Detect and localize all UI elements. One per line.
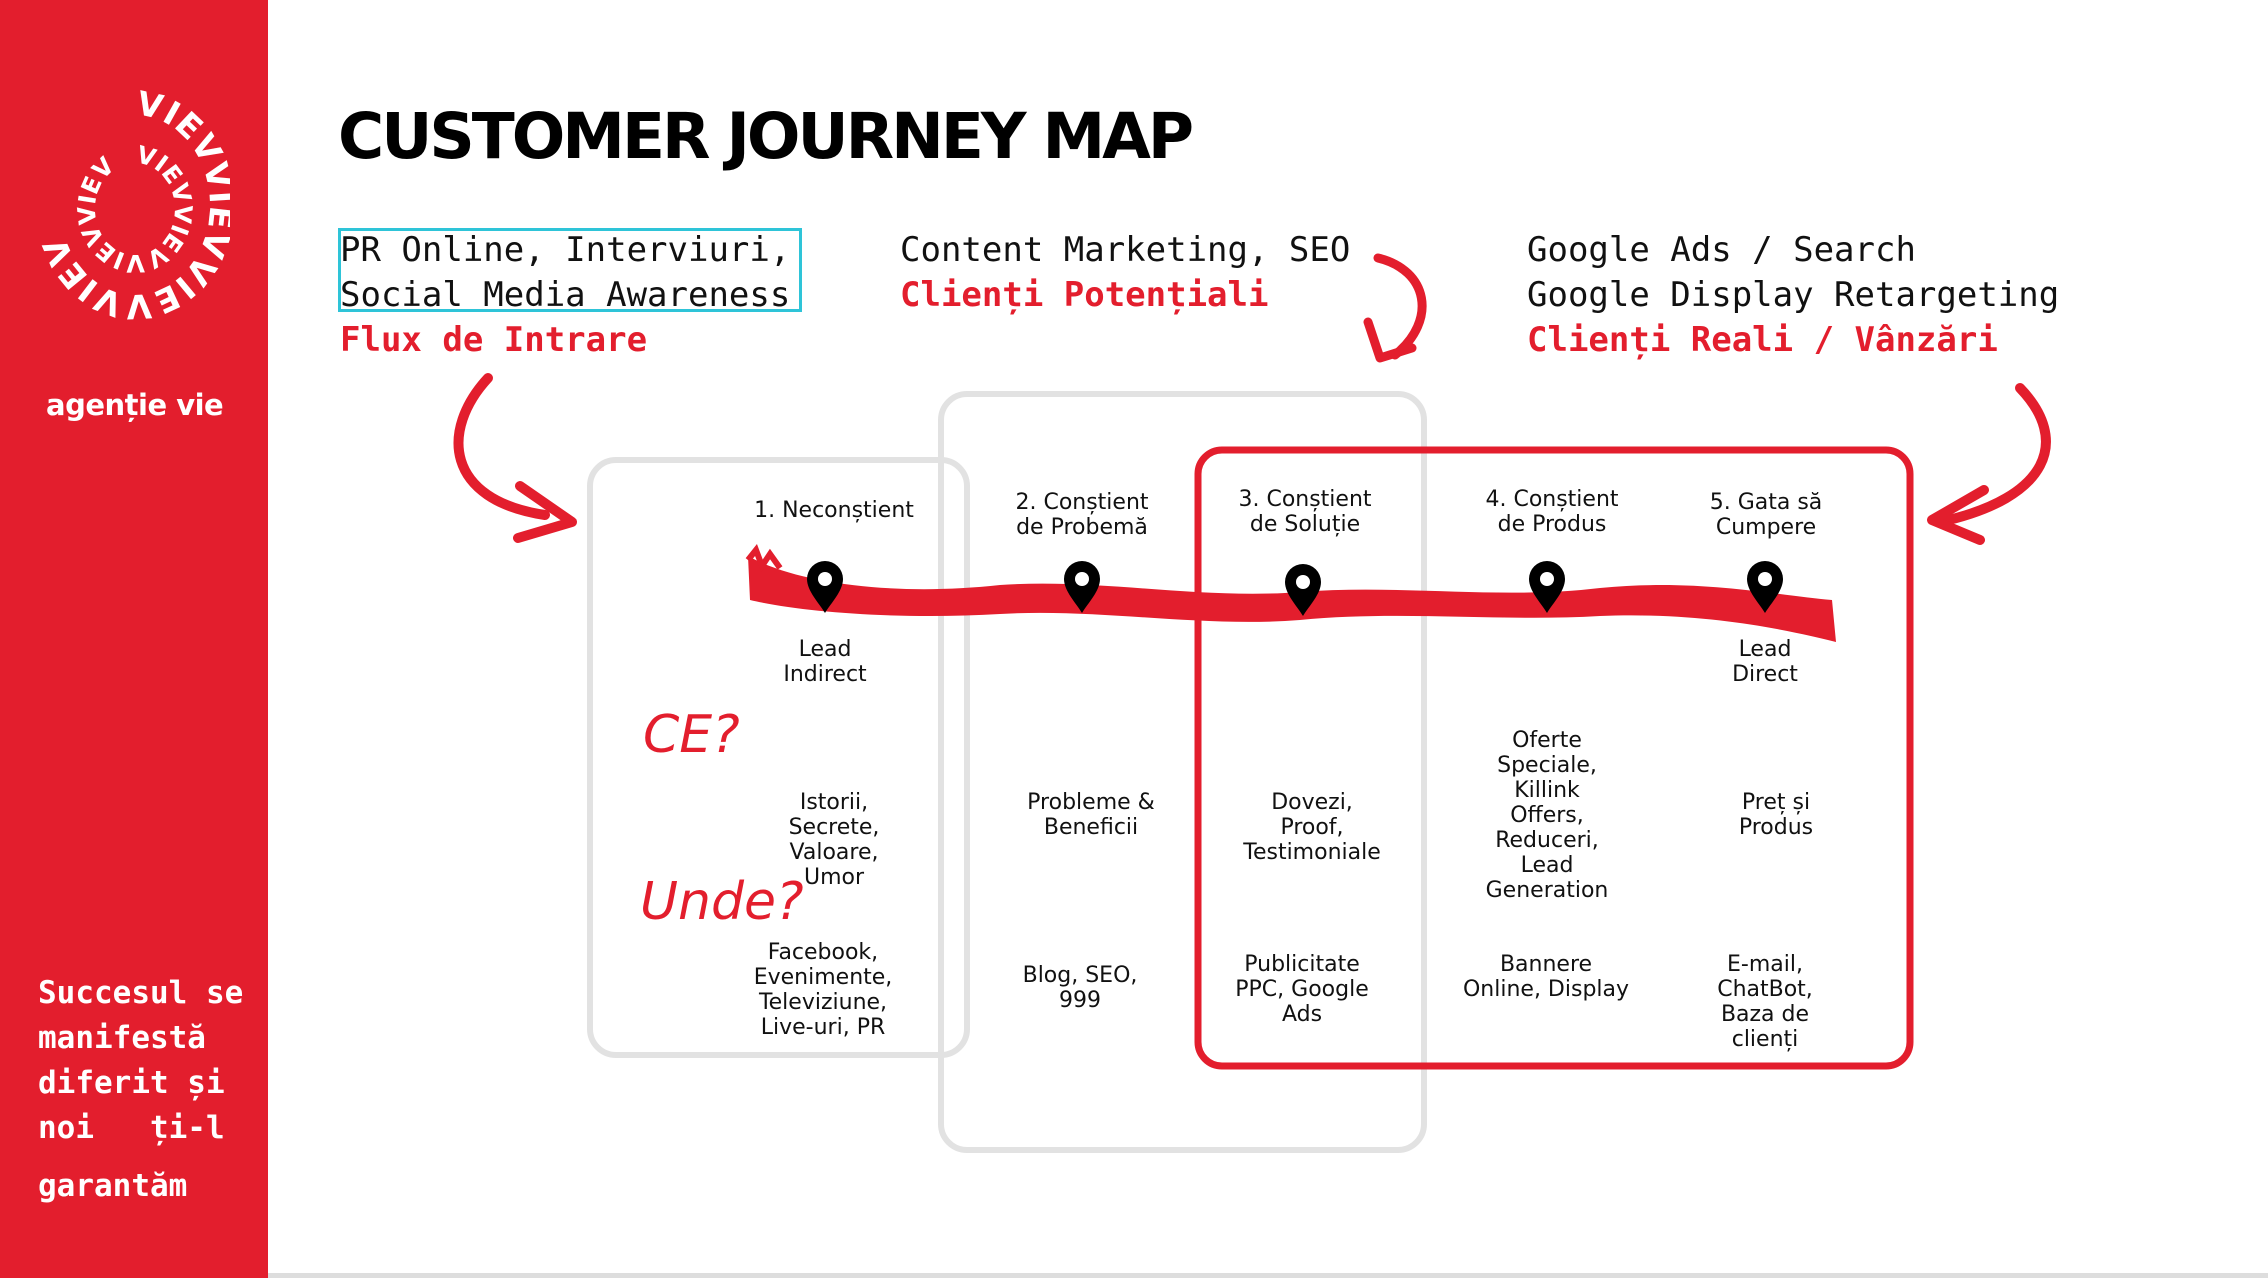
map-pin-icon xyxy=(1285,564,1321,616)
stage-5-channel: E-mail, ChatBot, Baza de clienți xyxy=(1717,952,1813,1052)
page-title: CUSTOMER JOURNEY MAP xyxy=(338,100,1194,173)
canvas-bottom-edge xyxy=(268,1273,2268,1278)
stage-4-label: 4. Conștient de Produs xyxy=(1485,487,1619,537)
frame-awareness xyxy=(587,457,970,1058)
channel-right-highlight: Clienți Reali / Vânzări xyxy=(1527,320,1998,360)
channel-left-line-2[interactable]: Social Media Awareness xyxy=(340,275,791,315)
tagline-line-1: Succesul se xyxy=(38,975,244,1011)
stage-4-channel: Bannere Online, Display xyxy=(1462,952,1630,1002)
tagline-line-3: diferit și xyxy=(38,1065,225,1101)
channel-right-line-2: Google Display Retargeting xyxy=(1527,275,2060,315)
arrow-middle xyxy=(1373,253,1427,360)
channel-middle-line-1: Content Marketing, SEO xyxy=(900,230,1351,270)
tagline-line-2: manifestă xyxy=(38,1020,206,1056)
stage-3-channel: Publicitate PPC, Google Ads xyxy=(1235,952,1369,1027)
stage-2-label: 2. Conștient de Probemă xyxy=(1015,490,1149,540)
arrow-right xyxy=(1935,383,2051,527)
stage-5-content: Preț și Produs xyxy=(1738,790,1814,840)
brand-name: agenție vie xyxy=(46,388,224,422)
arrow-left-head xyxy=(513,481,577,543)
stage-2-channel: Blog, SEO, 999 xyxy=(1022,963,1138,1013)
channel-middle-highlight: Clienți Potențiali xyxy=(900,275,1269,315)
channel-left-highlight: Flux de Intrare xyxy=(340,320,648,360)
map-pin-icon xyxy=(1747,561,1783,613)
stage-3-content: Dovezi, Proof, Testimoniale xyxy=(1243,790,1381,865)
frame-consideration xyxy=(938,391,1427,1153)
stage-1-label: 1. Neconștient xyxy=(754,498,914,523)
brand-logo: VIEVVIEVVIEVVIEV VIEVVIEVVIEVVIEV xyxy=(40,85,230,327)
stage-4-content: Oferte Speciale, Killink Offers, Reducer… xyxy=(1485,728,1609,903)
arrow-middle-head xyxy=(1363,317,1417,363)
map-pin-icon xyxy=(1064,561,1100,613)
stage-1-channel: Facebook, Evenimente, Televiziune, Live-… xyxy=(753,940,893,1040)
row-label-what: CE? xyxy=(643,705,740,765)
stage-2-content: Probleme & Beneficii xyxy=(1027,790,1155,840)
stage-1-content: Istorii, Secrete, Valoare, Umor xyxy=(788,790,880,890)
channel-left-line-1[interactable]: PR Online, Interviuri, xyxy=(340,230,791,270)
text-selection-box[interactable] xyxy=(338,228,802,312)
tagline-line-4: noi ți-l xyxy=(38,1110,225,1146)
stage-5-label: 5. Gata să Cumpere xyxy=(1709,490,1823,540)
lead-indirect-label: Lead Indirect xyxy=(783,637,867,687)
arrow-left xyxy=(453,373,550,520)
sidebar: VIEVVIEVVIEVVIEV VIEVVIEVVIEVVIEV agenți… xyxy=(0,0,268,1278)
channel-right-line-1: Google Ads / Search xyxy=(1527,230,1916,270)
map-pin-icon xyxy=(807,561,843,613)
tagline-line-5: garantăm xyxy=(38,1168,188,1204)
map-pin-icon xyxy=(1529,561,1565,613)
lead-direct-label: Lead Direct xyxy=(1732,637,1798,687)
frame-conversion xyxy=(1194,446,1914,1070)
row-label-where: Unde? xyxy=(640,872,804,932)
arrow-right-head xyxy=(1927,485,1989,545)
stage-3-label: 3. Conștient de Soluție xyxy=(1238,487,1372,537)
brush-texture xyxy=(745,544,783,573)
